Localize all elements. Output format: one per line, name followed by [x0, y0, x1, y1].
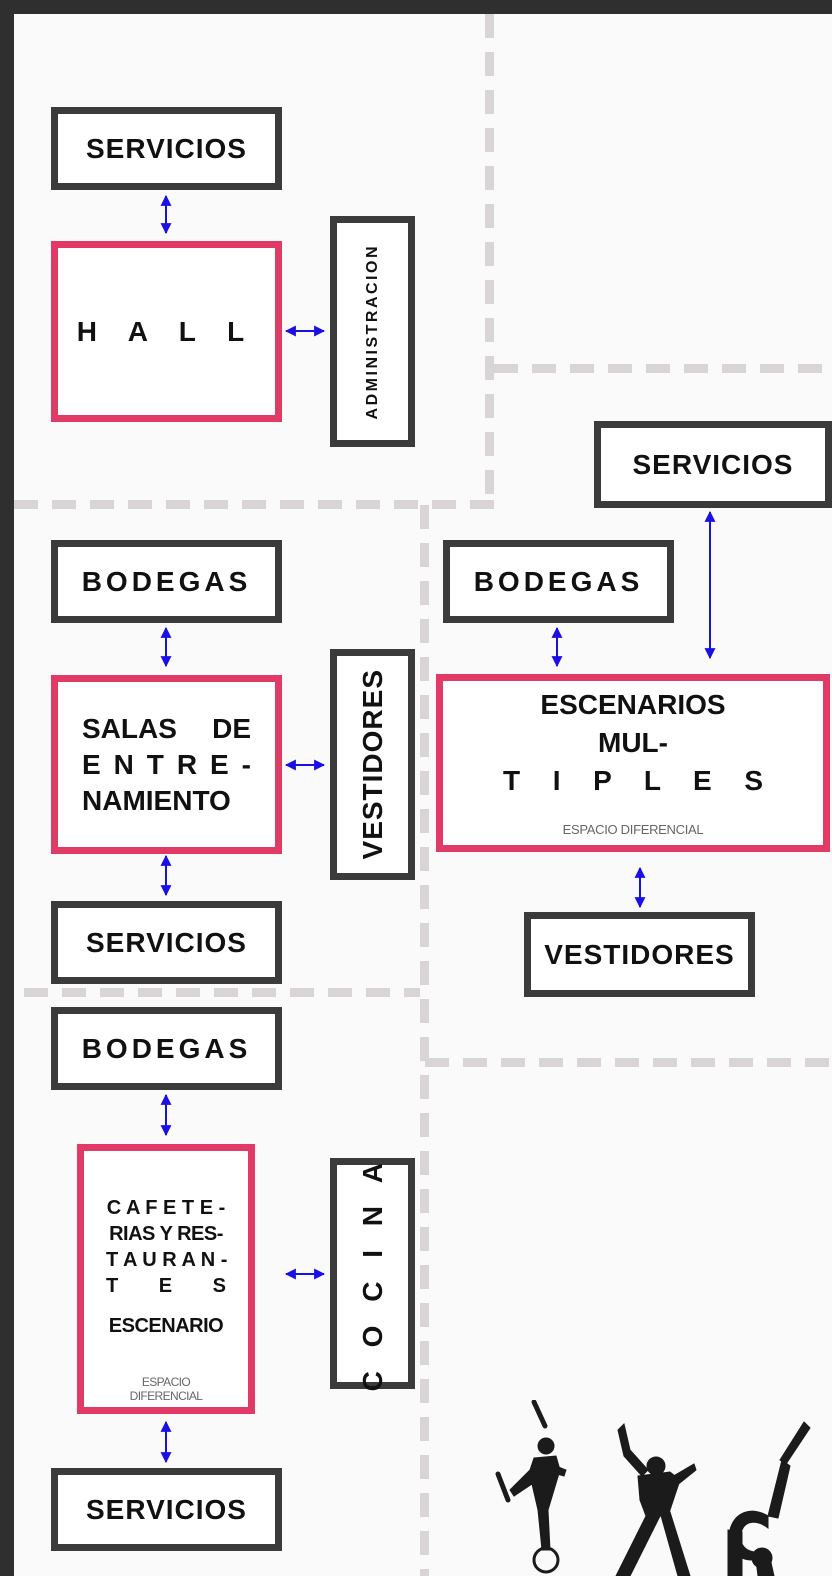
espacio-diferencial-label: ESPACIO DIFERENCIAL [562, 821, 704, 837]
bodegas-label: BODEGAS [81, 1032, 252, 1064]
escenarios-label-line2: T I P L E S [503, 764, 763, 796]
servicios-box: SERVICIOS [51, 1468, 282, 1551]
zone-divider [14, 500, 494, 509]
hall-label: H A L L [76, 315, 257, 347]
bodegas-box: BODEGAS [443, 540, 674, 623]
escenarios-label-line1: ESCENARIOS MUL- [540, 688, 726, 758]
dancer-silhouette-icon [615, 1423, 697, 1576]
cafe-label-line4: T E S [106, 1275, 226, 1297]
escenario-label: ESCENARIO [108, 1315, 224, 1337]
servicios-label: SERVICIOS [632, 448, 794, 480]
juggler-silhouette-icon [495, 1400, 567, 1574]
hall-box: H A L L [51, 241, 282, 422]
cocina-box: C O C I N A [330, 1155, 415, 1392]
bodegas-label: BODEGAS [473, 565, 644, 597]
cafeterias-restaurantes-box: C A F E T E - RIAS Y RES- T A U R A N - … [77, 1144, 255, 1414]
servicios-box: SERVICIOS [51, 901, 282, 984]
servicios-label: SERVICIOS [86, 1493, 247, 1525]
salas-entrenamiento-box: SALAS DE E N T R E - NAMIENTO [51, 675, 282, 854]
administracion-box: ADMINISTRACION [330, 216, 415, 447]
espacio-diferencial-label: ESPACIO DIFERENCIAL [129, 1375, 203, 1403]
cafe-label-line3: T A U R A N - [106, 1249, 228, 1271]
vestidores-box: VESTIDORES [330, 649, 415, 880]
zone-divider [420, 505, 429, 1576]
servicios-box: SERVICIOS [594, 421, 832, 508]
servicios-label: SERVICIOS [86, 926, 247, 958]
salas-label-line2: E N T R E - [82, 748, 251, 780]
bodegas-label: BODEGAS [81, 565, 252, 597]
zone-divider [425, 1058, 832, 1067]
bodegas-box: BODEGAS [51, 540, 282, 623]
zone-divider [24, 988, 420, 997]
salas-label-line1: SALAS DE [82, 712, 251, 744]
escenarios-multiples-box: ESCENARIOS MUL- T I P L E S ESPACIO DIFE… [436, 674, 830, 852]
acrobat-silhouette-icon [727, 1421, 811, 1576]
servicios-box: SERVICIOS [51, 107, 282, 190]
frame-top-border [0, 0, 832, 14]
zone-divider [485, 14, 494, 502]
servicios-label: SERVICIOS [86, 132, 247, 164]
cafe-label-line2: RIAS Y RES- [109, 1223, 223, 1245]
salas-label-line3: NAMIENTO [82, 784, 231, 816]
frame-left-border [0, 0, 14, 1576]
vestidores-box: VESTIDORES [524, 912, 755, 997]
vestidores-label: VESTIDORES [544, 938, 735, 970]
zone-divider [494, 364, 832, 373]
cafe-label-line1: C A F E T E - [106, 1197, 226, 1219]
bodegas-box: BODEGAS [51, 1007, 282, 1090]
